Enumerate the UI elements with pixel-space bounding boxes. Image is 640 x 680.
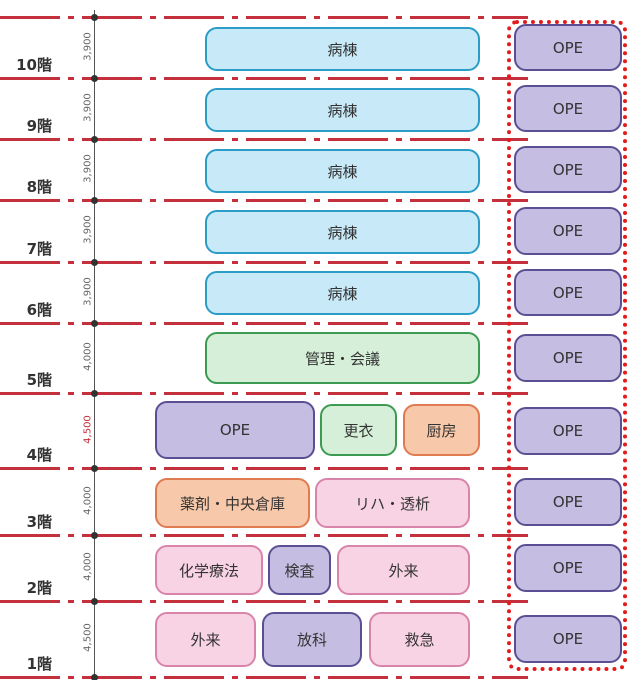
floor-height-dimension: 3,900 — [82, 276, 94, 306]
vertical-axis — [94, 10, 95, 680]
floor-label: 7階 — [26, 240, 52, 258]
floor-label: 9階 — [26, 117, 52, 135]
floor-height-dimension: 4,500 — [82, 623, 94, 652]
axis-node — [91, 390, 98, 397]
room-outpatient-2f: 外来 — [337, 545, 470, 595]
room-rehab-3f: リハ・透析 — [315, 478, 470, 528]
room-radiology-1f: 放科 — [262, 612, 362, 667]
axis-node — [91, 197, 98, 204]
floor-line — [0, 77, 528, 80]
floor-label: 3階 — [26, 513, 52, 531]
room-admin-5f: 管理・会議 — [205, 332, 480, 384]
floor-line — [0, 199, 528, 202]
room-ward-9f: 病棟 — [205, 88, 480, 132]
floor-label: 8階 — [26, 178, 52, 196]
room-outpatient-1f: 外来 — [155, 612, 256, 667]
floor-height-dimension: 3,900 — [82, 215, 94, 244]
floor-height-dimension: 4,500 — [82, 414, 94, 444]
floor-line — [0, 138, 528, 141]
room-ope-right: OPE — [514, 85, 622, 132]
axis-node — [91, 75, 98, 82]
room-ope-right: OPE — [514, 24, 622, 71]
floor-line — [0, 600, 528, 603]
room-ope-right: OPE — [514, 334, 622, 382]
floor-height-dimension: 4,000 — [82, 342, 94, 371]
axis-node — [91, 320, 98, 327]
floor-line — [0, 392, 528, 395]
axis-node — [91, 598, 98, 605]
axis-node — [91, 14, 98, 21]
floor-label: 5階 — [26, 371, 52, 389]
floor-line — [0, 16, 528, 19]
room-ope-right: OPE — [514, 207, 622, 255]
axis-node — [91, 674, 98, 680]
room-ope-right: OPE — [514, 146, 622, 193]
room-pharmacy-3f: 薬剤・中央倉庫 — [155, 478, 310, 528]
room-ward-10f: 病棟 — [205, 27, 480, 71]
axis-node — [91, 465, 98, 472]
room-ope-right: OPE — [514, 269, 622, 316]
floor-line — [0, 261, 528, 264]
floor-label: 4階 — [26, 446, 52, 464]
room-chemo-2f: 化学療法 — [155, 545, 263, 595]
floor-height-dimension: 4,000 — [82, 485, 94, 515]
floor-label: 10階 — [16, 56, 52, 74]
room-kitchen-4f: 厨房 — [403, 404, 480, 456]
room-ope-right: OPE — [514, 406, 622, 455]
axis-node — [91, 532, 98, 539]
floor-label: 1階 — [26, 655, 52, 673]
floor-line — [0, 534, 528, 537]
floor-height-dimension: 4,000 — [82, 552, 94, 581]
room-ward-8f: 病棟 — [205, 149, 480, 193]
room-locker-4f: 更衣 — [320, 404, 397, 456]
room-emergency-1f: 救急 — [369, 612, 470, 667]
room-ward-7f: 病棟 — [205, 210, 480, 254]
room-ope-right: OPE — [514, 477, 622, 526]
floor-line — [0, 676, 528, 679]
axis-node — [91, 136, 98, 143]
floor-height-dimension: 3,900 — [82, 92, 94, 122]
floor-height-dimension: 3,900 — [82, 31, 94, 61]
room-ope-right: OPE — [514, 544, 622, 592]
room-ward-6f: 病棟 — [205, 271, 480, 315]
ope-highlight-frame — [507, 20, 627, 671]
axis-node — [91, 259, 98, 266]
room-lab-2f: 検査 — [268, 545, 331, 595]
room-ope-right: OPE — [514, 615, 622, 663]
floor-label: 2階 — [26, 579, 52, 597]
floor-line — [0, 322, 528, 325]
floor-label: 6階 — [26, 301, 52, 319]
floor-line — [0, 467, 528, 470]
room-ope-4f: OPE — [155, 401, 315, 459]
floor-height-dimension: 3,900 — [82, 153, 94, 183]
